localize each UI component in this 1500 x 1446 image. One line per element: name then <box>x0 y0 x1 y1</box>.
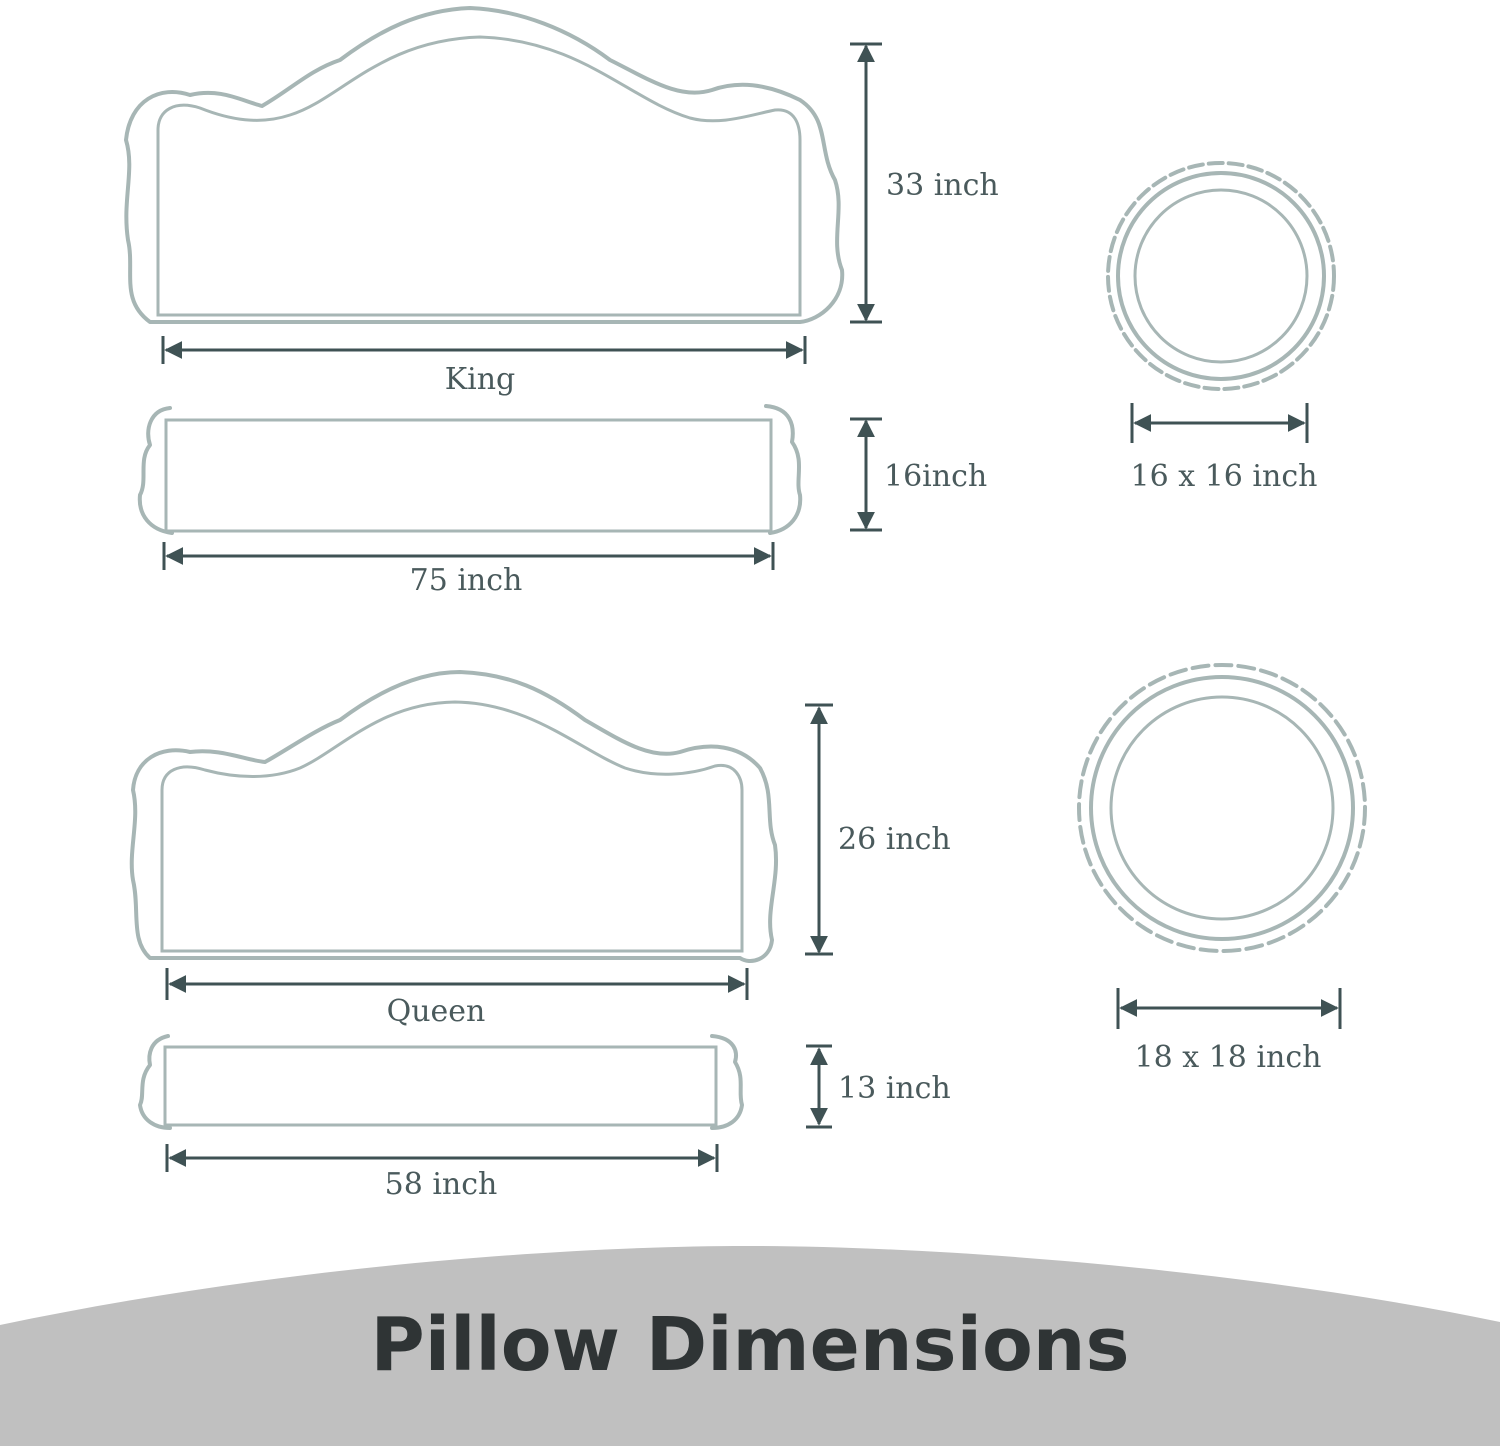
queen-bolster-ruffle-left <box>138 1034 172 1130</box>
queen-headboard-pillow <box>129 670 778 963</box>
king-round-pillow <box>1106 161 1336 391</box>
king-size-label: King <box>445 362 516 397</box>
king-bolster-ruffle-left <box>137 406 174 535</box>
king-bolster-pillow <box>137 404 803 535</box>
king-bolster-height-label: 16inch <box>884 459 987 494</box>
queen-headboard-height-label: 26 inch <box>838 822 951 857</box>
king-round-body <box>1133 188 1309 364</box>
queen-size-label: Queen <box>387 994 486 1029</box>
queen-bolster-ruffle-right <box>710 1034 744 1130</box>
king-height-dimension <box>850 42 882 324</box>
queen-headboard-ruffle <box>129 670 778 963</box>
king-bolster-body <box>164 418 773 533</box>
queen-round-body <box>1109 695 1335 921</box>
king-bolster-width-label: 75 inch <box>410 563 523 598</box>
footer-band <box>0 1245 1500 1446</box>
king-headboard-height-label: 33 inch <box>886 168 999 203</box>
king-round-dimension <box>1130 403 1309 443</box>
footer-title: Pillow Dimensions <box>370 1302 1129 1388</box>
queen-bolster-pillow <box>138 1034 744 1130</box>
queen-height-dimension <box>805 703 833 956</box>
queen-bolster-width-dimension <box>165 1144 719 1172</box>
queen-round-pillow <box>1077 663 1367 953</box>
queen-bolster-height-label: 13 inch <box>838 1071 951 1106</box>
king-round-size-label: 16 x 16 inch <box>1131 459 1318 494</box>
queen-headboard-body <box>160 700 744 953</box>
queen-width-dimension <box>165 968 749 1000</box>
queen-round-dimension <box>1116 988 1342 1029</box>
queen-bolster-width-label: 58 inch <box>385 1167 498 1202</box>
king-headboard-body <box>156 35 802 317</box>
king-bolster-height-dimension <box>850 417 882 532</box>
queen-bolster-height-dimension <box>806 1044 832 1129</box>
king-round-ruffle <box>1106 161 1336 391</box>
king-bolster-ruffle-right <box>764 404 803 535</box>
queen-bolster-body <box>163 1045 718 1127</box>
king-bolster-width-dimension <box>162 542 775 570</box>
king-headboard-pillow <box>124 6 845 324</box>
king-width-dimension <box>161 336 807 364</box>
queen-round-ruffle <box>1077 663 1367 953</box>
king-headboard-ruffle <box>124 6 845 324</box>
queen-round-size-label: 18 x 18 inch <box>1135 1040 1322 1075</box>
